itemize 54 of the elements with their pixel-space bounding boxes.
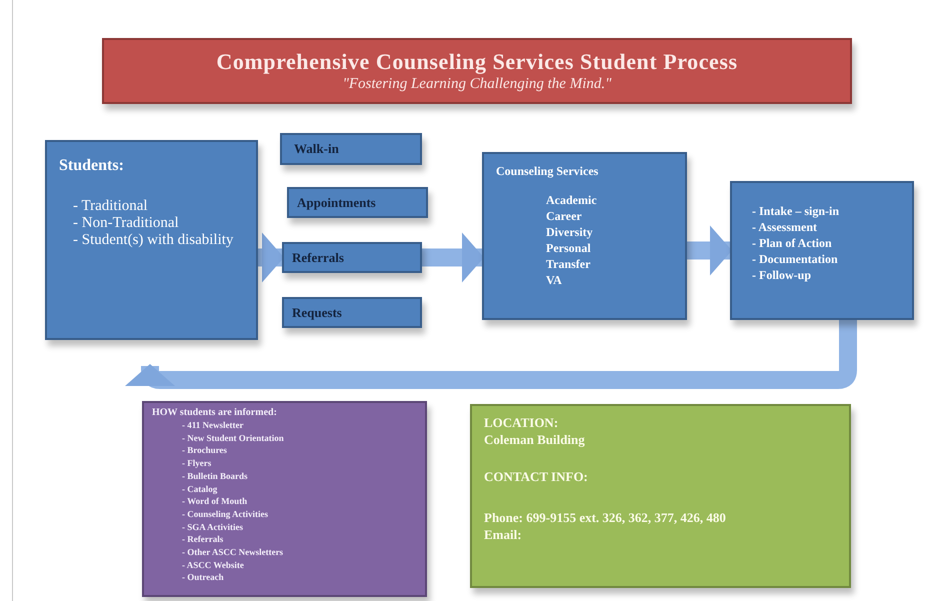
list-item: Diversity [545,224,594,240]
list-item: - Documentation [751,251,839,267]
info-panel [470,404,851,588]
list-item: - Word of Mouth [181,495,248,508]
contact-text: CONTACT INFO: [484,468,589,485]
box-heading: Counseling Services [496,163,600,180]
list-item: - Student(s) with disability [72,232,234,249]
list-item: - Counseling Activities [181,508,270,521]
box-label: Requests [292,304,343,322]
block-arrow [422,232,484,282]
list-item: - Bulletin Boards [181,470,249,483]
list-item: Personal [545,240,592,256]
list-item: - Brochures [181,444,228,458]
box-heading: HOW students are informed: [152,407,278,419]
list-item: - SGA Activities [181,520,244,534]
contact-text: Coleman Building [484,431,586,448]
box-heading: Students: [59,156,125,176]
list-item: - Follow-up [751,267,812,283]
list-item: VA [545,272,563,288]
list-item: - Assessment [751,219,818,235]
list-item: - ASCC Website [181,558,245,572]
process-box [287,187,428,218]
box-label: Referrals [292,248,345,267]
list-item: - Intake – sign-in [751,203,840,219]
subtitle-text: "Fostering Learning Challenging the Mind." [342,75,612,94]
list-item: Career [545,208,583,224]
process-box [45,140,258,340]
contact-text: Email: [484,526,523,543]
process-box [730,181,914,320]
block-arrow [258,232,284,282]
block-arrow [687,226,732,276]
info-panel [142,401,427,597]
list-item: - Plan of Action [751,235,833,251]
title-text: Comprehensive Counseling Services Student Process [216,48,738,76]
process-box [282,242,422,273]
list-item: - Catalog [181,482,218,496]
list-item: Transfer [545,256,592,272]
list-item: - Outreach [181,571,225,584]
process-box [280,133,422,165]
list-item: - Referrals [181,533,224,546]
list-item: - Non-Traditional [72,215,180,232]
box-label: Walk-in [294,140,340,158]
list-item: - Other ASCC Newsletters [181,546,284,559]
contact-text: LOCATION: [484,414,560,431]
title-banner [102,38,852,104]
list-item: - Flyers [181,457,212,470]
list-item: - New Student Orientation [181,432,285,444]
list-item: - 411 Newsletter [181,419,244,432]
list-item: - Traditional [72,198,149,215]
list-item: Academic [545,192,598,208]
process-box [482,152,687,320]
process-box [282,297,422,328]
box-label: Appointments [297,194,377,212]
contact-text: Phone: 699-9155 ext. 326, 362, 377, 426, 480 [484,509,727,526]
